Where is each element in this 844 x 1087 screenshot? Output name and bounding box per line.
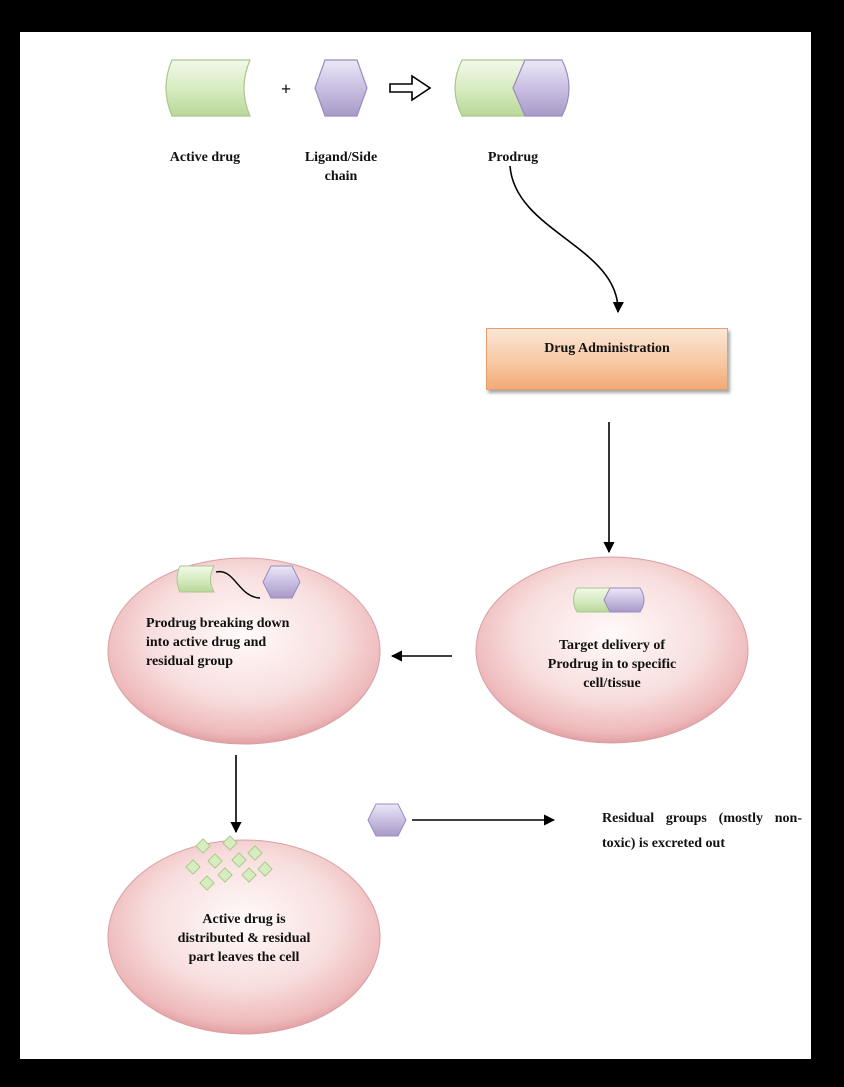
broken-prodrug-icon [176,565,301,599]
ligand-label-line1: Ligand/Side [304,150,378,165]
prodrug-small-icon [573,587,645,613]
prodrug-flow-diagram [107,59,749,1035]
active-drug-label: Active drug [169,150,241,165]
target-delivery-line1: Target delivery of [558,638,665,653]
breaking-down-line1: Prodrug breaking down [146,616,290,631]
breaking-down-line2: into active drug and [146,635,267,650]
active-drug-particles [185,835,273,891]
distribution-line3: part leaves the cell [188,950,300,965]
ligand-hexagon-shape [314,59,368,117]
ligand-label-line2: chain [324,169,358,184]
plus-sign: + [280,79,292,99]
residual-group-hexagon [367,803,407,837]
breaking-down-cell [107,557,381,745]
active-drug-shape [165,59,251,117]
breaking-down-line3: residual group [146,654,234,669]
residual-excretion-note: Residual groups (mostly non-toxic) is ex… [602,811,802,851]
prodrug-label: Prodrug [487,150,539,165]
target-delivery-cell [475,556,749,744]
target-delivery-text: Target delivery of Prodrug in to specifi… [502,636,722,693]
prodrug-shape [454,59,570,117]
ligand-label: Ligand/Side chain [286,148,396,186]
distribution-text: Active drug is distributed & residual pa… [144,910,344,967]
distribution-line1: Active drug is [202,912,286,927]
drug-administration-box: Drug Administration [486,328,728,390]
breaking-down-text: Prodrug breaking down into active drug a… [146,614,346,671]
target-delivery-line2: Prodrug in to specific [547,657,677,672]
combine-arrow-icon [389,74,432,102]
distribution-line2: distributed & residual [177,931,311,946]
prodrug-to-administration-arrow [509,165,624,314]
distribution-cell [107,839,381,1035]
diagram-frame: Active drug + Ligand/Side chain Prodrug … [20,32,811,1059]
target-delivery-line3: cell/tissue [583,676,641,691]
drug-administration-label: Drug Administration [544,341,670,356]
